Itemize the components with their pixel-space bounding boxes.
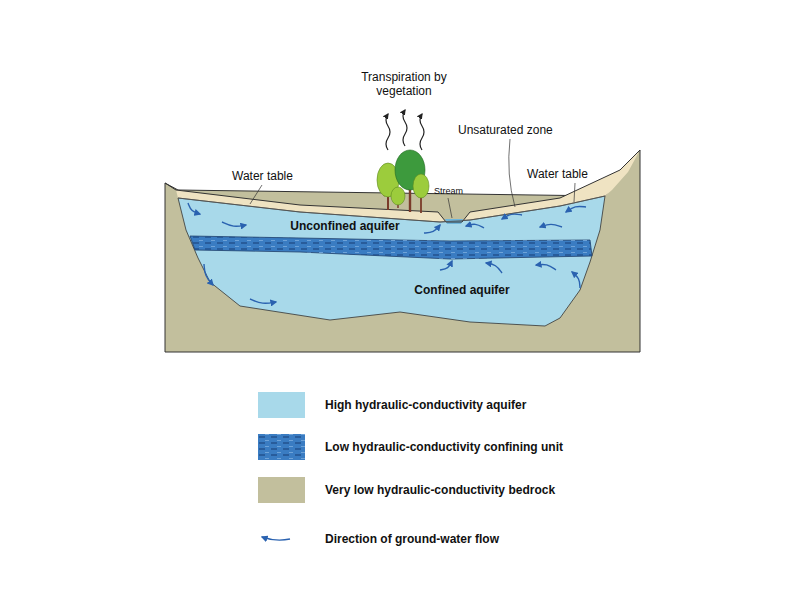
vegetation	[377, 150, 429, 213]
bedrock	[165, 150, 640, 352]
legend-text: Very low hydraulic-conductivity bedrock	[325, 483, 555, 497]
flow-arrow	[250, 299, 276, 303]
land-surface	[165, 150, 640, 222]
flow-arrows	[188, 203, 586, 303]
stream-label: Stream	[434, 186, 463, 197]
aquifer-label: Confined aquifer	[414, 283, 509, 297]
legend-text: High hydraulic-conductivity aquifer	[325, 398, 526, 412]
legend-swatch	[258, 477, 305, 503]
flow-arrow	[466, 224, 484, 228]
flow-arrow	[566, 206, 586, 212]
aquifer-region	[178, 196, 605, 326]
legend-arrow-sample	[262, 537, 290, 540]
flow-arrow	[540, 224, 562, 227]
flow-arrow	[536, 264, 556, 270]
legend-text: Low hydraulic-conductivity confining uni…	[325, 440, 563, 454]
flow-arrow	[502, 214, 522, 219]
flow-arrow	[222, 222, 246, 226]
water-table-label: Water table	[527, 167, 588, 181]
transpiration-label: Transpiration by vegetation	[349, 70, 459, 98]
legend-swatch	[258, 434, 305, 460]
zone-label: Unsaturated zone	[458, 123, 553, 137]
flow-arrow	[204, 264, 213, 285]
flow-arrow	[486, 263, 502, 273]
transpiration-arrows	[386, 110, 424, 150]
legend-text: Direction of ground-water flow	[325, 532, 499, 546]
legend-swatch	[258, 392, 305, 418]
swatch-texture	[258, 434, 305, 460]
water-table-label: Water table	[232, 169, 293, 183]
flow-arrow	[424, 225, 440, 233]
leader-lines	[250, 139, 575, 218]
flow-arrow	[572, 272, 580, 288]
aquifer-label: Unconfined aquifer	[290, 219, 399, 233]
flow-arrow	[188, 203, 200, 214]
confining-unit	[190, 236, 592, 259]
flow-arrow	[440, 261, 452, 270]
